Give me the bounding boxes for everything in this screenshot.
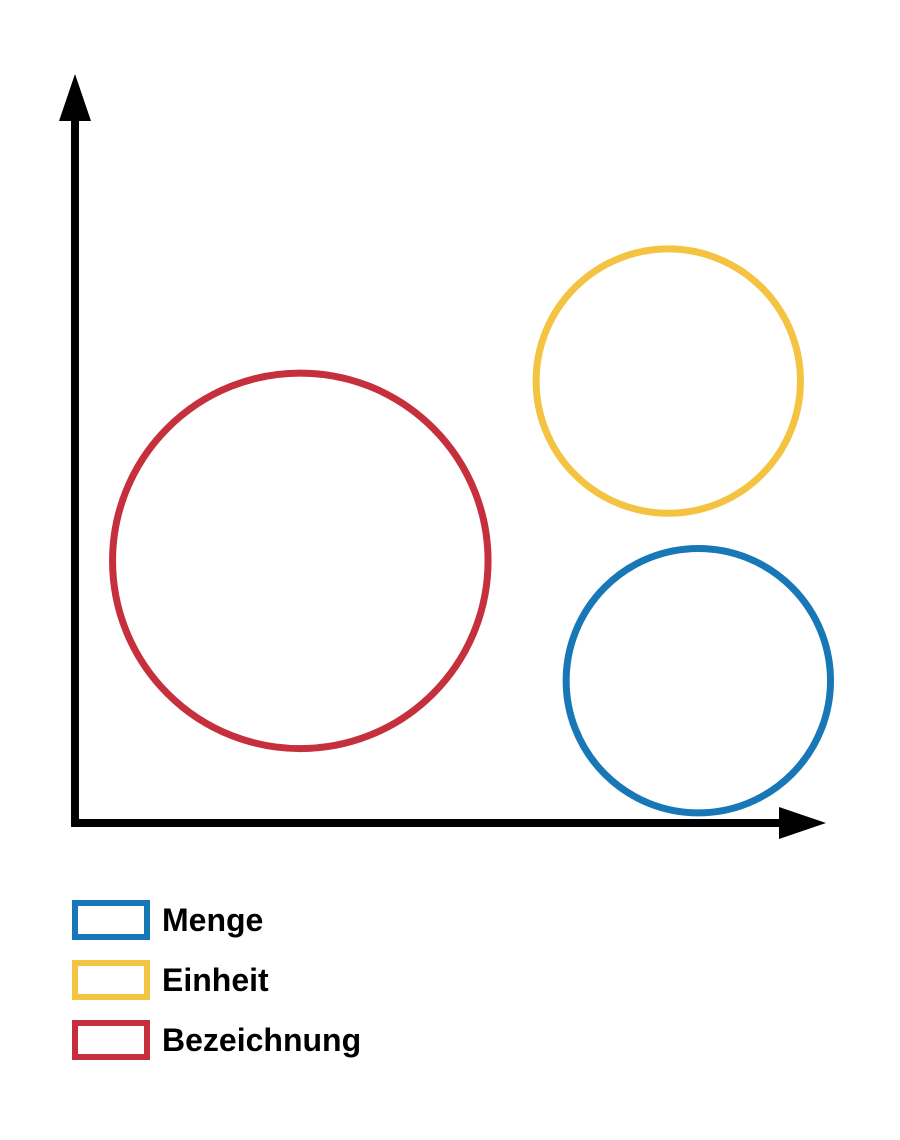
x-axis-arrowhead bbox=[779, 807, 826, 839]
legend-item-bezeichnung: Bezeichnung bbox=[72, 1016, 361, 1064]
y-axis-arrowhead bbox=[59, 74, 91, 121]
legend: Menge Einheit Bezeichnung bbox=[72, 896, 361, 1076]
bubble-bezeichnung bbox=[109, 369, 492, 753]
legend-swatch-bezeichnung bbox=[72, 1020, 150, 1060]
axes bbox=[59, 74, 826, 839]
bubble-einheit bbox=[532, 245, 804, 517]
bubbles bbox=[109, 245, 835, 817]
bubble-chart bbox=[59, 74, 835, 839]
legend-swatch-menge bbox=[72, 900, 150, 940]
bubble-menge bbox=[562, 545, 835, 817]
legend-swatch-einheit bbox=[72, 960, 150, 1000]
legend-label-einheit: Einheit bbox=[162, 962, 269, 998]
legend-label-menge: Menge bbox=[162, 902, 264, 938]
legend-item-einheit: Einheit bbox=[72, 956, 361, 1004]
legend-item-menge: Menge bbox=[72, 896, 361, 944]
legend-label-bezeichnung: Bezeichnung bbox=[162, 1022, 362, 1058]
